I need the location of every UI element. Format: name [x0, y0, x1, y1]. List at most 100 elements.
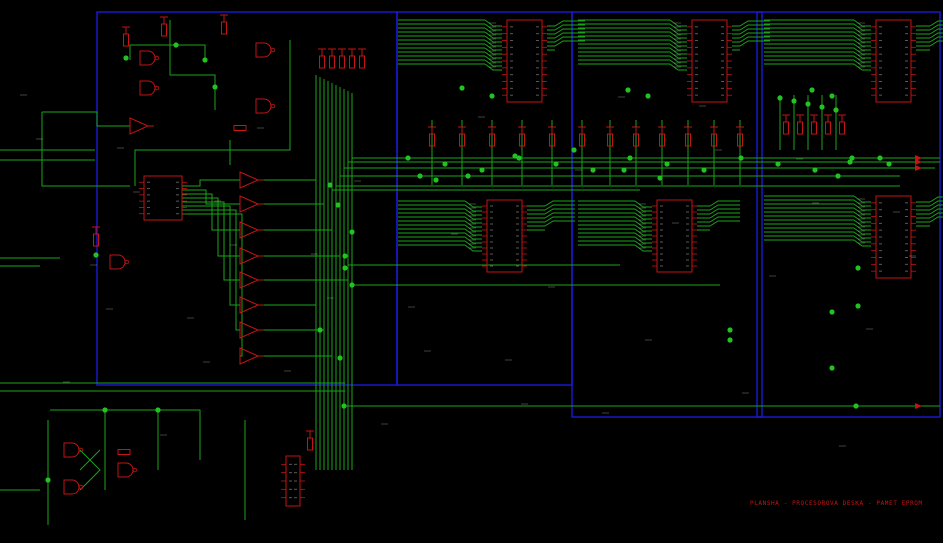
junction-dot-icon	[405, 155, 411, 161]
junction-dot-icon	[855, 265, 861, 271]
and-gate-icon	[109, 254, 130, 270]
resistor-icon	[782, 114, 790, 135]
and-gate-icon	[63, 479, 84, 495]
ic-package-icon	[502, 19, 547, 103]
buffer-gate-icon	[239, 296, 264, 314]
resistor-icon	[458, 126, 466, 147]
resistor-icon	[233, 125, 247, 131]
junction-dot-icon	[202, 57, 208, 63]
junction-dot-icon	[212, 84, 218, 90]
ic-package-icon	[281, 455, 305, 507]
junction-dot-icon	[727, 337, 733, 343]
buffer-gate-icon	[129, 117, 154, 135]
resistor-icon	[548, 126, 556, 147]
junction-dot-icon	[512, 153, 518, 159]
ic-package-icon	[482, 199, 527, 273]
resistor-icon	[736, 126, 744, 147]
resistor-icon	[824, 114, 832, 135]
junction-dot-icon	[819, 104, 825, 110]
junction-dot-icon	[459, 85, 465, 91]
resistor-icon	[92, 226, 100, 247]
resistor-icon	[428, 126, 436, 147]
junction-dot-icon	[645, 93, 651, 99]
sheet-frame	[571, 11, 763, 418]
resistor-icon	[220, 14, 228, 35]
junction-dot-icon	[877, 155, 883, 161]
buffer-gate-icon	[239, 271, 264, 289]
junction-dot-icon	[805, 101, 811, 107]
junction-dot-icon	[886, 161, 892, 167]
junction-dot-icon	[855, 303, 861, 309]
resistor-icon	[338, 48, 346, 69]
junction-dot-icon	[465, 173, 471, 179]
junction-dot-icon	[327, 182, 333, 188]
junction-dot-icon	[853, 403, 859, 409]
resistor-icon	[488, 126, 496, 147]
resistor-icon	[632, 126, 640, 147]
junction-dot-icon	[701, 167, 707, 173]
junction-dot-icon	[442, 161, 448, 167]
resistor-icon	[318, 48, 326, 69]
junction-dot-icon	[317, 327, 323, 333]
junction-dot-icon	[45, 477, 51, 483]
sheet-frames	[96, 11, 941, 418]
wire-layer	[0, 19, 943, 525]
and-gate-icon	[139, 50, 160, 66]
junction-dot-icon	[155, 407, 161, 413]
signal-arrow-icon	[915, 159, 922, 165]
ic-package-icon	[139, 175, 187, 221]
junction-dot-icon	[341, 403, 347, 409]
buffer-gate-icon	[239, 171, 264, 189]
resistor-icon	[658, 126, 666, 147]
ic-package-icon	[871, 195, 916, 279]
resistor-icon	[796, 114, 804, 135]
junction-dot-icon	[553, 161, 559, 167]
resistor-icon	[710, 126, 718, 147]
junction-dot-icon	[342, 253, 348, 259]
junction-dot-icon	[489, 93, 495, 99]
junction-dot-icon	[849, 155, 855, 161]
resistor-icon	[838, 114, 846, 135]
junction-dot-icon	[342, 265, 348, 271]
and-gate-icon	[255, 98, 276, 114]
resistor-icon	[328, 48, 336, 69]
junction-dot-icon	[479, 167, 485, 173]
ic-package-icon	[687, 19, 732, 103]
junction-dot-icon	[93, 252, 99, 258]
junction-dot-icon	[812, 167, 818, 173]
junction-layer	[45, 42, 892, 483]
junction-dot-icon	[417, 173, 423, 179]
junction-dot-icon	[625, 87, 631, 93]
signal-arrow-icon	[915, 165, 922, 171]
and-gate-icon	[139, 80, 160, 96]
resistor-icon	[810, 114, 818, 135]
resistor-icon	[578, 126, 586, 147]
buffer-gate-icon	[239, 221, 264, 239]
buffer-gate-icon	[239, 247, 264, 265]
resistor-icon	[518, 126, 526, 147]
junction-dot-icon	[433, 177, 439, 183]
junction-dot-icon	[829, 365, 835, 371]
resistor-icon	[684, 126, 692, 147]
junction-dot-icon	[123, 55, 129, 61]
junction-dot-icon	[777, 95, 783, 101]
junction-dot-icon	[809, 87, 815, 93]
buffer-gate-icon	[239, 347, 264, 365]
junction-dot-icon	[775, 161, 781, 167]
junction-dot-icon	[664, 161, 670, 167]
signal-arrow-icon	[915, 155, 922, 161]
junction-dot-icon	[590, 167, 596, 173]
resistor-icon	[306, 430, 314, 451]
junction-dot-icon	[833, 107, 839, 113]
junction-dot-icon	[627, 155, 633, 161]
junction-dot-icon	[829, 309, 835, 315]
component-layer	[63, 14, 922, 507]
resistor-icon	[160, 16, 168, 37]
ic-package-icon	[871, 19, 916, 103]
resistor-icon	[122, 26, 130, 47]
junction-dot-icon	[621, 167, 627, 173]
schematic-title-block: PLANSHA - PROCESOROVA DESKA - PAMET EPRO…	[750, 500, 923, 507]
junction-dot-icon	[657, 175, 663, 181]
junction-dot-icon	[173, 42, 179, 48]
